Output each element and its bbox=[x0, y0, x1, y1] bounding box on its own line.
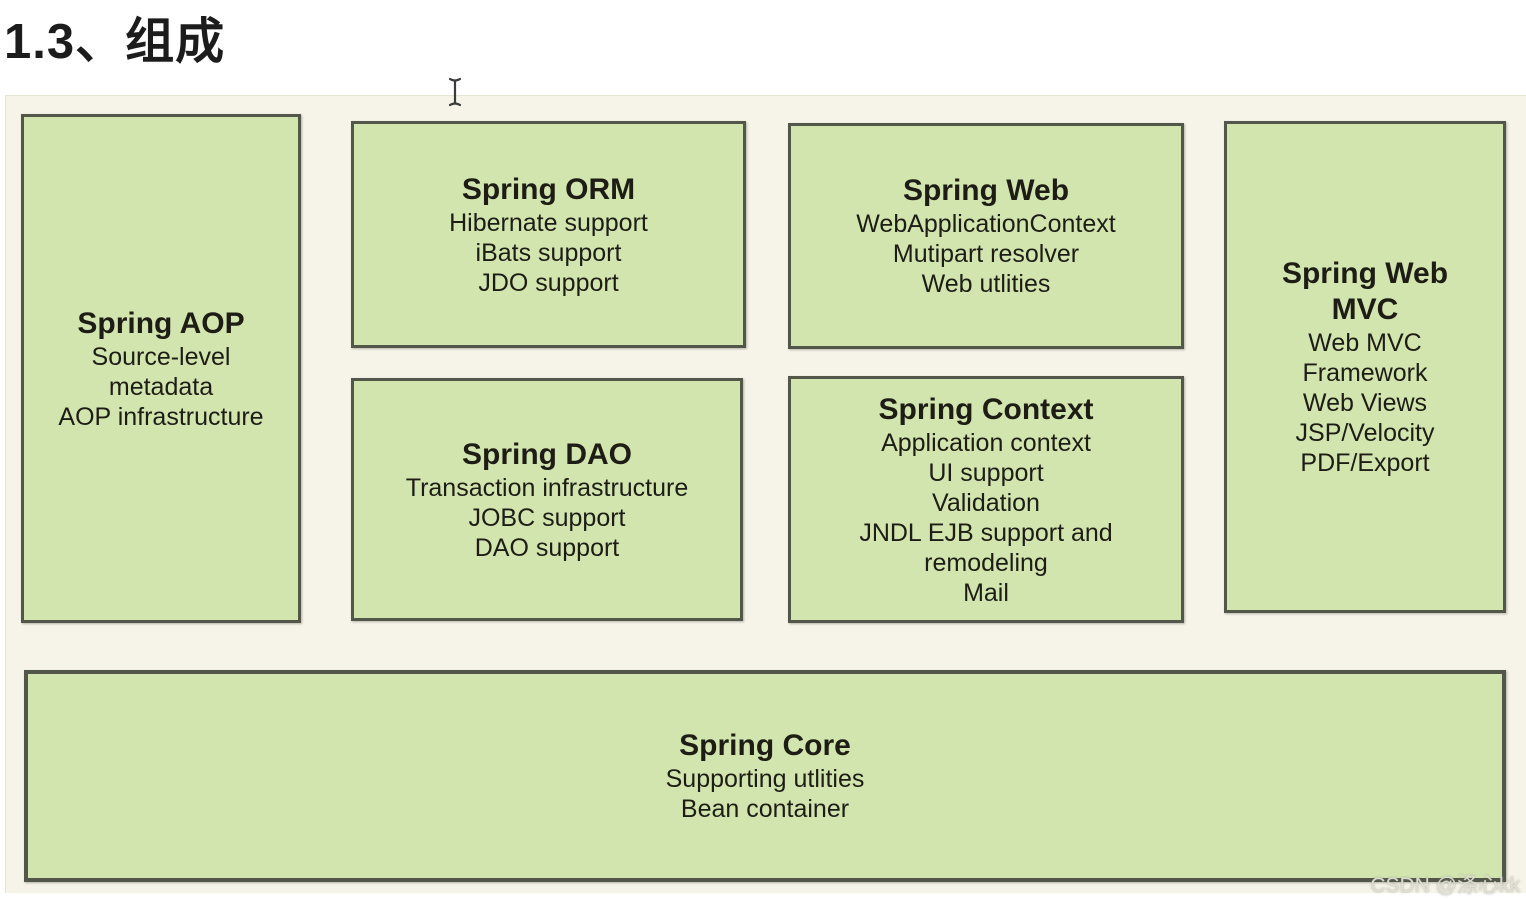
box-spring-web-mvc: Spring Web MVC Web MVC Framework Web Vie… bbox=[1224, 121, 1506, 613]
box-spring-dao-title: Spring DAO bbox=[462, 437, 632, 471]
box-spring-context: Spring Context Application context UI su… bbox=[788, 376, 1184, 623]
section-heading: 1.3、组成 bbox=[4, 15, 226, 69]
box-spring-dao-body: Transaction infrastructure JOBC support … bbox=[405, 473, 689, 562]
box-spring-web: Spring Web WebApplicationContext Mutipar… bbox=[788, 123, 1184, 349]
box-spring-web-body: WebApplicationContext Mutipart resolver … bbox=[856, 210, 1116, 298]
box-spring-aop-body: Source-level metadata AOP infrastructure bbox=[58, 342, 264, 431]
box-spring-orm-body: Hibernate support iBats support JDO supp… bbox=[449, 208, 648, 297]
architecture-diagram-panel: Spring AOP Source-level metadata AOP inf… bbox=[5, 95, 1526, 893]
box-spring-context-title: Spring Context bbox=[878, 392, 1094, 426]
box-spring-aop: Spring AOP Source-level metadata AOP inf… bbox=[21, 114, 301, 623]
box-spring-dao: Spring DAO Transaction infrastructure JO… bbox=[351, 378, 743, 621]
box-spring-context-body: Application context UI support Validatio… bbox=[859, 428, 1113, 607]
box-spring-web-title: Spring Web bbox=[902, 174, 1070, 207]
box-spring-core-body: Supporting utlities Bean container bbox=[665, 765, 865, 823]
watermark-text: CSDN @涤心kk bbox=[1370, 874, 1520, 897]
box-spring-orm-title: Spring ORM bbox=[461, 172, 636, 206]
box-spring-web-mvc-body: Web MVC Framework Web Views JSP/Velocity… bbox=[1295, 329, 1435, 477]
box-spring-web-mvc-title: Spring Web MVC bbox=[1281, 257, 1449, 326]
box-spring-core-title: Spring Core bbox=[679, 729, 851, 762]
box-spring-core: Spring Core Supporting utlities Bean con… bbox=[24, 670, 1506, 882]
box-spring-orm: Spring ORM Hibernate support iBats suppo… bbox=[351, 121, 746, 348]
box-spring-aop-title: Spring AOP bbox=[77, 306, 245, 340]
